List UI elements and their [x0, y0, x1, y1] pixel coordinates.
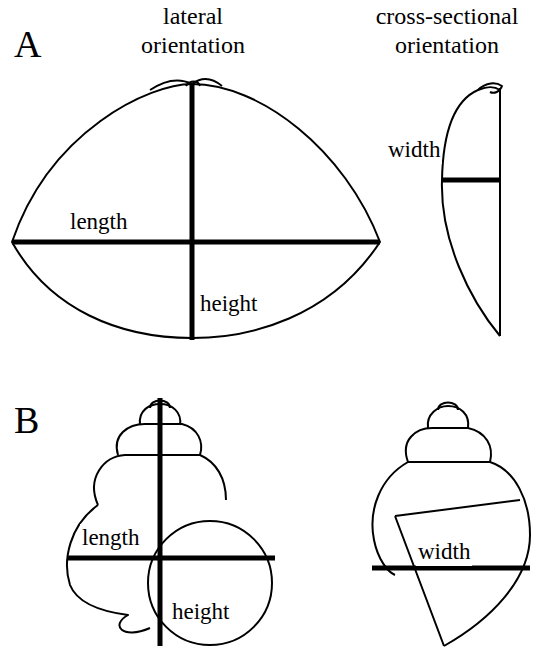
- panel-letter: A: [14, 22, 41, 68]
- panel-letter: B: [14, 398, 39, 444]
- dimension-label: width: [416, 538, 472, 566]
- column-heading: cross-sectional orientation: [357, 2, 537, 60]
- column-heading: lateral orientation: [118, 2, 268, 60]
- dimension-label: length: [80, 524, 142, 552]
- dimension-label: height: [198, 290, 260, 318]
- dimension-label: width: [386, 136, 442, 164]
- dimension-label: height: [170, 598, 232, 626]
- dimension-label: length: [68, 208, 130, 236]
